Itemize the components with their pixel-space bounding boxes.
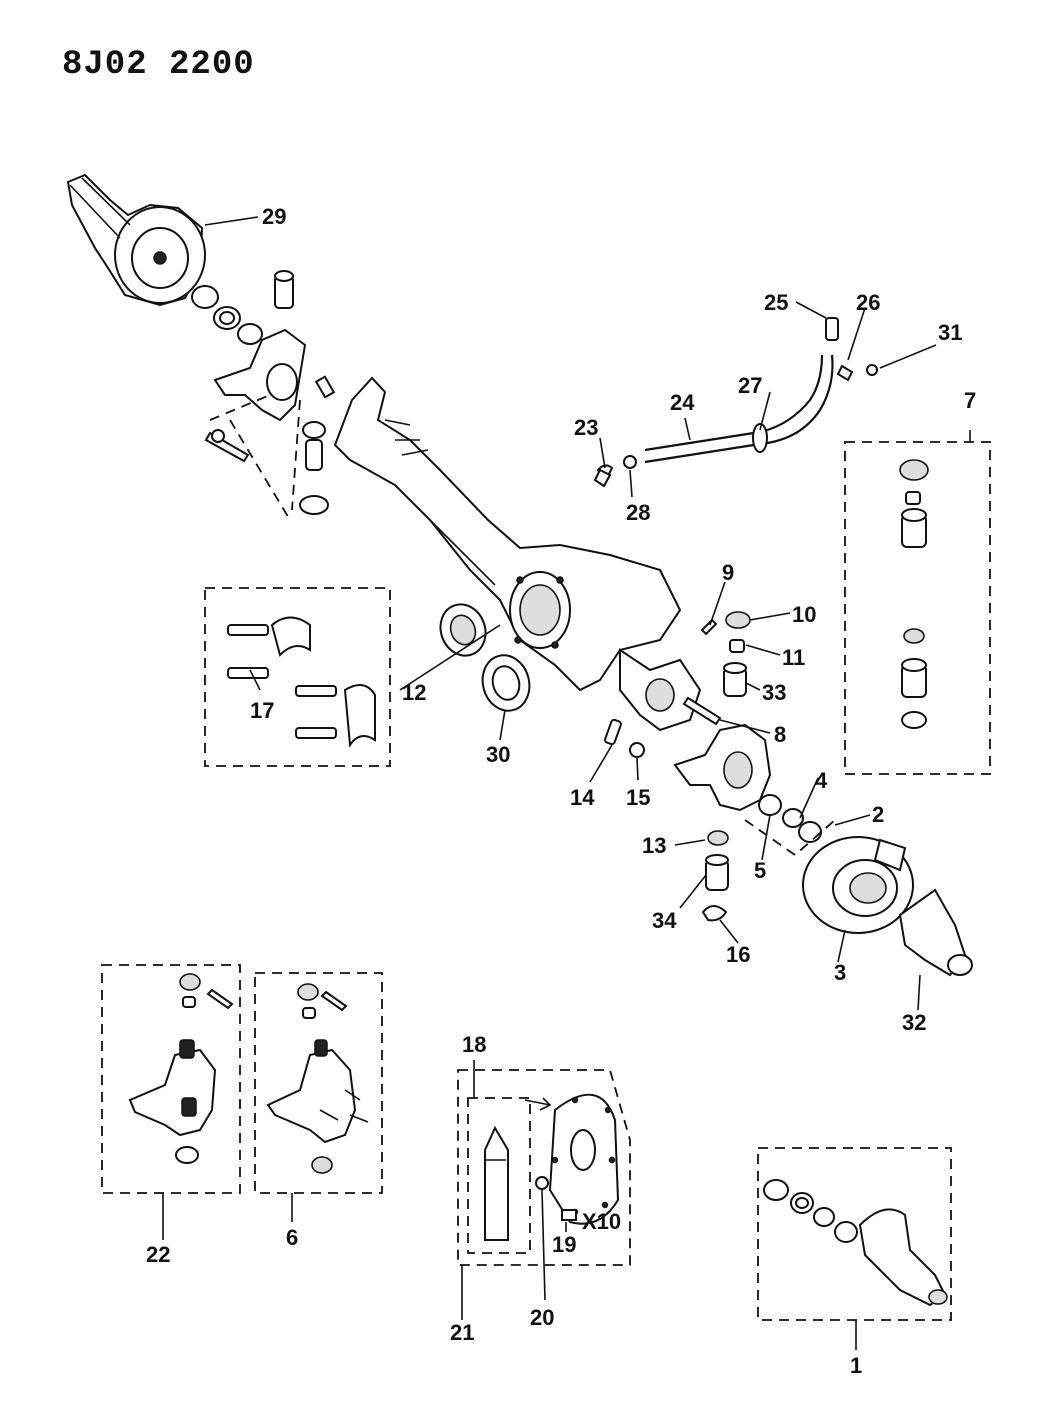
callout-20: 20 — [530, 1305, 554, 1330]
box-7 — [844, 441, 991, 775]
callout-16: 16 — [726, 942, 750, 967]
callout-19: 19 — [552, 1232, 576, 1257]
callout-30: 30 — [486, 742, 510, 767]
callout-33: 33 — [762, 680, 786, 705]
left-knuckle — [204, 328, 336, 521]
callout-1: 1 — [850, 1353, 862, 1378]
callout-21: 21 — [450, 1320, 474, 1345]
callout-labels: 29 25 26 31 23 24 27 28 7 9 10 11 33 8 1… — [146, 204, 976, 1378]
callout-x10: X10 — [582, 1209, 621, 1234]
callout-25: 25 — [764, 290, 788, 315]
callout-7: 7 — [964, 388, 976, 413]
callout-31: 31 — [938, 320, 962, 345]
box-6 — [254, 972, 383, 1194]
callout-13: 13 — [642, 833, 666, 858]
callout-8: 8 — [774, 722, 786, 747]
axle-seals — [439, 603, 531, 712]
callout-32: 32 — [902, 1010, 926, 1035]
callout-26: 26 — [856, 290, 880, 315]
callout-5: 5 — [754, 858, 766, 883]
callout-29: 29 — [262, 204, 286, 229]
callout-34: 34 — [652, 908, 677, 933]
axle-housing — [333, 376, 702, 732]
callout-17: 17 — [250, 698, 274, 723]
callout-27: 27 — [738, 373, 762, 398]
callout-24: 24 — [670, 390, 695, 415]
callout-10: 10 — [792, 602, 816, 627]
ball-joint-parts — [604, 611, 751, 922]
callout-3: 3 — [834, 960, 846, 985]
leader-lines — [162, 216, 971, 1350]
callout-28: 28 — [626, 500, 650, 525]
callout-22: 22 — [146, 1242, 170, 1267]
callout-11: 11 — [782, 645, 805, 670]
callout-4: 4 — [815, 768, 828, 793]
right-knuckle — [673, 723, 836, 857]
callout-9: 9 — [722, 560, 734, 585]
callout-12: 12 — [402, 680, 426, 705]
callout-2: 2 — [872, 802, 884, 827]
vent-hose — [593, 317, 878, 488]
box-21 — [457, 1069, 631, 1266]
callout-14: 14 — [570, 785, 595, 810]
left-hub-assembly — [66, 173, 294, 345]
box-1 — [757, 1147, 952, 1321]
callout-15: 15 — [626, 785, 650, 810]
callout-23: 23 — [574, 415, 598, 440]
callout-18: 18 — [462, 1032, 486, 1057]
box-22 — [101, 964, 241, 1194]
box-17 — [204, 587, 391, 767]
right-hub-assembly — [802, 836, 973, 977]
callout-6: 6 — [286, 1225, 298, 1250]
diagram-code: 8J02 2200 — [62, 46, 255, 84]
